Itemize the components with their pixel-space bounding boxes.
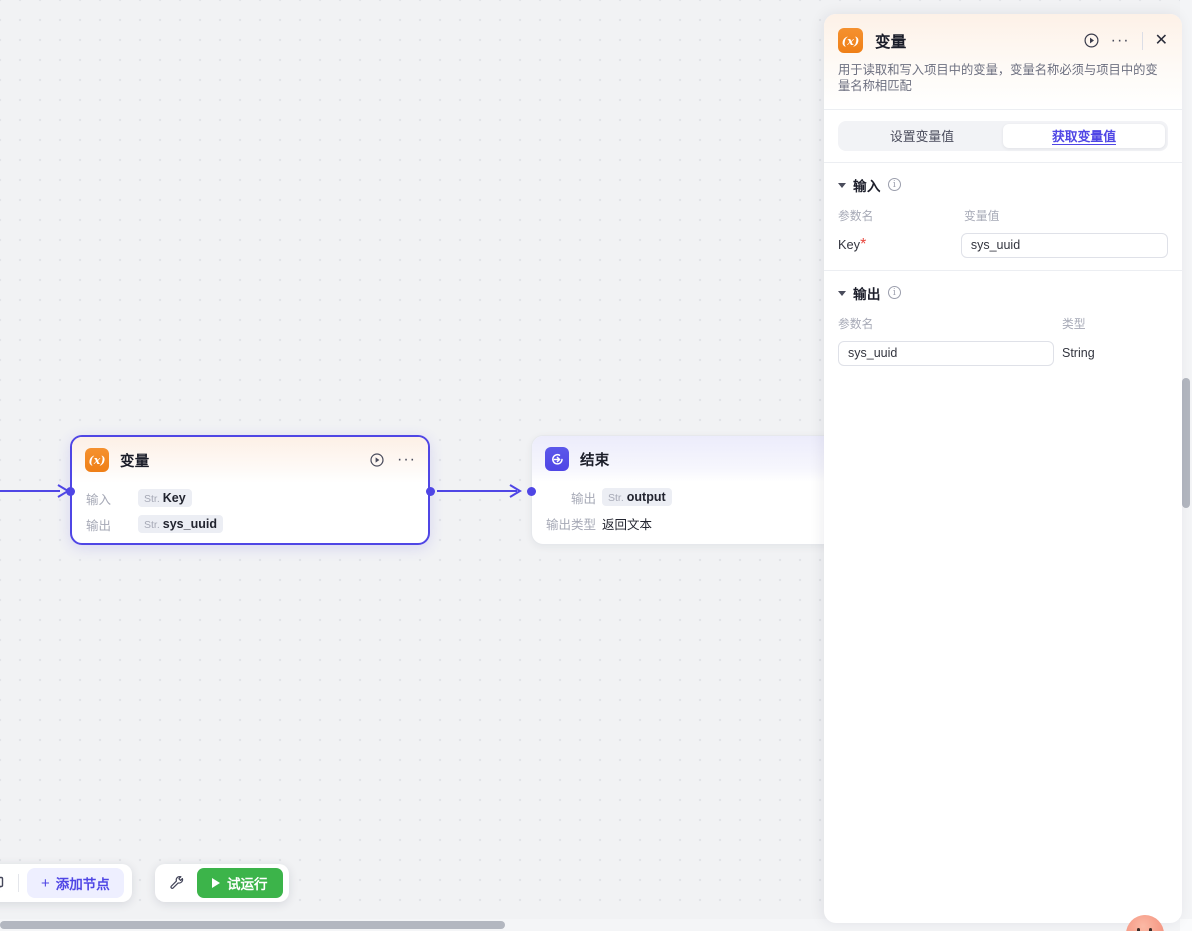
canvas-toolbar-right: 试运行: [155, 864, 289, 902]
node-variable[interactable]: (x) 变量 ··· 输入 Str.: [70, 435, 430, 545]
output-section-title: 输出: [853, 286, 881, 302]
output-col-param: 参数名: [838, 316, 874, 331]
panel-tabs-wrap: 设置变量值 获取变量值: [824, 110, 1182, 162]
output-column-headers: 参数名 类型: [838, 315, 1168, 332]
avatar-eye-right: [1149, 928, 1152, 931]
input-column-headers: 参数名 变量值: [838, 207, 1168, 224]
test-run-button[interactable]: 试运行: [197, 868, 283, 898]
panel-divider-2: [824, 161, 1182, 163]
node-row-input-type: Str.: [144, 493, 160, 505]
output-field-row: String: [838, 340, 1168, 366]
node-variable-actions: ···: [370, 451, 416, 468]
node-row-output-type: Str.: [144, 519, 160, 531]
node-end-port-in[interactable]: [527, 487, 536, 496]
pointer-select-icon[interactable]: [0, 869, 10, 897]
avatar-eye-left: [1137, 928, 1140, 931]
node-end-row-output: 输出 Str. output: [546, 484, 846, 510]
node-row-input-value: Key: [162, 491, 186, 505]
node-row-input-chip: Str. Key: [138, 489, 192, 507]
end-node-icon: [545, 447, 569, 471]
node-row-output-value: sys_uuid: [162, 517, 217, 531]
node-variable-header: (x) 变量 ···: [72, 437, 428, 483]
node-config-panel: (x) 变量 ··· ✕ 用于读取和写入项目中的变量，变量名称必须与项目中的变量…: [824, 14, 1182, 923]
output-section-header[interactable]: 输出 i: [838, 283, 1168, 303]
vertical-scrollbar-thumb[interactable]: [1182, 378, 1190, 508]
node-variable-body: 输入 Str. Key 输出 Str. sys_uuid: [72, 483, 428, 543]
panel-divider-3: [824, 269, 1182, 271]
input-col-param: 参数名: [838, 208, 874, 223]
panel-header: (x) 变量 ··· ✕ 用于读取和写入项目中的变量，变量名称必须与项目中的变量…: [824, 14, 1182, 109]
wrench-icon[interactable]: [163, 869, 191, 897]
input-section-header[interactable]: 输入 i: [838, 175, 1168, 195]
panel-action-divider: [1141, 31, 1143, 50]
input-param-label: Key: [838, 237, 861, 253]
required-marker: *: [860, 236, 867, 254]
node-end-row-output-value: output: [626, 490, 666, 504]
panel-tabs: 设置变量值 获取变量值: [838, 120, 1168, 151]
node-row-output-chip: Str. sys_uuid: [138, 515, 223, 533]
output-section: 输出 i 参数名 类型 String: [824, 271, 1182, 378]
node-variable-port-in[interactable]: [66, 487, 75, 496]
output-type-value: String: [1062, 346, 1095, 361]
node-end-row-outputtype: 输出类型 返回文本: [546, 510, 846, 536]
info-icon[interactable]: i: [887, 178, 901, 192]
assistant-avatar[interactable]: [1126, 915, 1164, 931]
panel-header-top: (x) 变量 ··· ✕: [838, 28, 1168, 53]
tab-get-variable[interactable]: 获取变量值: [1003, 123, 1165, 148]
node-end-row-output-label: 输出: [570, 491, 596, 506]
node-row-input-label: 输入: [86, 492, 112, 507]
add-node-plus-icon: +: [41, 874, 50, 892]
input-section: 输入 i 参数名 变量值 Key*: [824, 163, 1182, 270]
node-variable-title: 变量: [120, 453, 150, 470]
test-run-label: 试运行: [227, 877, 268, 892]
vertical-scrollbar-track[interactable]: [1180, 0, 1192, 919]
chevron-down-icon[interactable]: [838, 183, 846, 189]
input-field-row: Key*: [838, 232, 1168, 258]
input-param-label-wrap: Key*: [838, 236, 961, 254]
node-end-body: 输出 Str. output 输出类型 返回文本: [532, 482, 860, 544]
canvas-toolbar-left: + 添加节点: [0, 864, 132, 902]
panel-description: 用于读取和写入项目中的变量，变量名称必须与项目中的变量名称相匹配: [838, 63, 1158, 94]
chevron-down-icon[interactable]: [838, 291, 846, 297]
input-variable-value-field[interactable]: [960, 232, 1168, 258]
variable-icon: (x): [838, 28, 863, 53]
add-node-button[interactable]: + 添加节点: [27, 868, 124, 898]
node-end-row-output-type: Str.: [608, 492, 624, 504]
edge-variable-to-end-arrow: [509, 484, 522, 498]
node-row-output: 输出 Str. sys_uuid: [86, 511, 414, 537]
panel-header-actions: ··· ✕: [1084, 31, 1168, 50]
node-end-row-outputtype-label: 输出类型: [546, 517, 597, 532]
node-more-icon[interactable]: ···: [397, 451, 416, 468]
close-icon[interactable]: ✕: [1154, 31, 1168, 49]
info-icon[interactable]: i: [887, 286, 901, 300]
add-node-label: 添加节点: [55, 877, 110, 892]
more-ellipsis-icon[interactable]: ···: [1110, 31, 1130, 49]
node-row-output-label: 输出: [86, 518, 112, 533]
play-circle-icon[interactable]: [1084, 33, 1099, 48]
horizontal-scrollbar-thumb[interactable]: [0, 921, 505, 929]
variable-icon: (x): [85, 448, 109, 472]
node-end[interactable]: 结束 输出 Str. output 输出类型 返回文本: [531, 435, 861, 545]
output-param-name-field[interactable]: [838, 340, 1054, 366]
node-end-row-outputtype-value: 返回文本: [602, 517, 653, 532]
panel-title: 变量: [875, 33, 907, 51]
input-col-value: 变量值: [964, 208, 1000, 223]
node-end-header: 结束: [532, 436, 860, 482]
output-col-type: 类型: [1062, 316, 1086, 331]
panel-divider-1: [824, 108, 1182, 110]
tab-set-variable[interactable]: 设置变量值: [890, 129, 954, 145]
node-run-icon[interactable]: [370, 453, 384, 467]
node-variable-port-out[interactable]: [426, 487, 435, 496]
play-triangle-icon: [212, 878, 220, 888]
node-end-title: 结束: [580, 452, 610, 469]
node-row-input: 输入 Str. Key: [86, 485, 414, 511]
toolbar-divider: [18, 874, 19, 892]
node-end-row-output-chip: Str. output: [602, 488, 672, 506]
input-section-title: 输入: [853, 178, 881, 194]
